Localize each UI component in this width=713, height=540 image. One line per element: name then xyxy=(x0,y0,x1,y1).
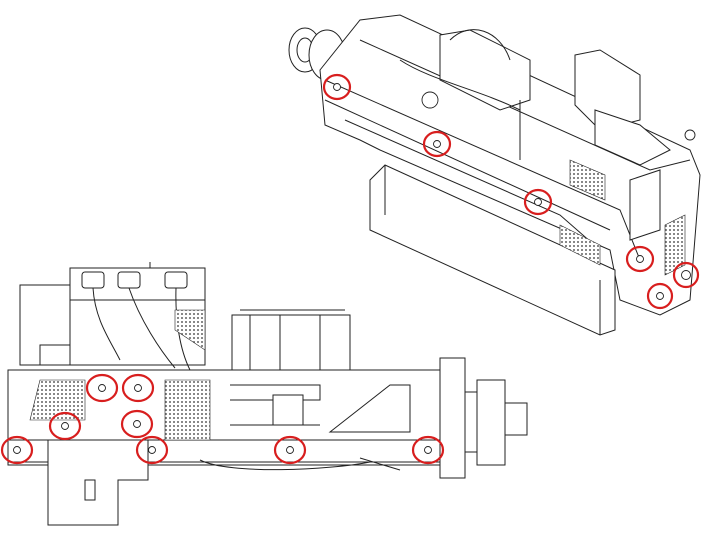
highlight-markers xyxy=(0,73,700,465)
screw-marker[interactable] xyxy=(523,188,553,216)
screw-marker[interactable] xyxy=(121,373,155,403)
screw-marker[interactable] xyxy=(48,411,82,441)
main-frame xyxy=(319,14,701,316)
screw-marker[interactable] xyxy=(120,409,154,439)
connectors xyxy=(81,271,188,289)
screw-marker[interactable] xyxy=(646,282,674,310)
screw-marker[interactable] xyxy=(672,261,700,289)
screw-marker[interactable] xyxy=(625,245,655,273)
screw-marker[interactable] xyxy=(322,73,352,101)
screw-marker[interactable] xyxy=(85,373,119,403)
screw-marker[interactable] xyxy=(273,435,307,465)
screw-marker[interactable] xyxy=(0,435,34,465)
screw-marker[interactable] xyxy=(422,130,452,158)
isometric-view xyxy=(288,14,701,336)
screw-marker[interactable] xyxy=(411,435,445,465)
screw-marker[interactable] xyxy=(135,435,169,465)
side-view xyxy=(7,262,528,526)
